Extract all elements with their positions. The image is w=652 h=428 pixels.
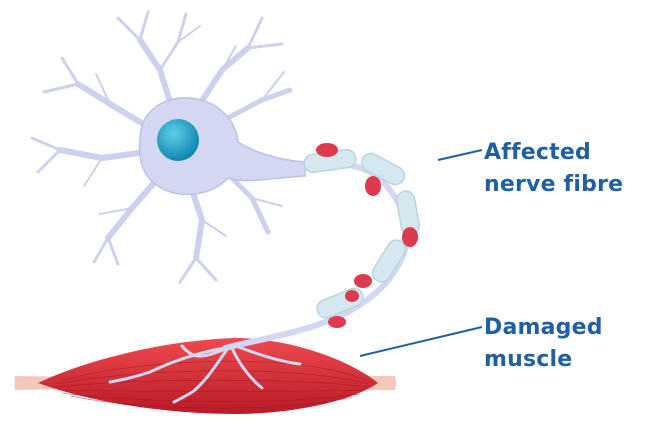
- nerve-label-line2: nerve fibre: [484, 169, 623, 201]
- nerve-pointer-line: [438, 150, 482, 160]
- muscle-label-line1: Damaged: [484, 312, 603, 344]
- muscle-label-line2: muscle: [484, 344, 603, 376]
- affected-nerve-fibre-label: Affected nerve fibre: [484, 137, 623, 201]
- muscle-pointer-line: [360, 327, 482, 356]
- nerve-label-line1: Affected: [484, 137, 623, 169]
- damaged-muscle-label: Damaged muscle: [484, 312, 603, 376]
- muscle-illustration: [15, 338, 397, 414]
- nucleus: [157, 119, 199, 161]
